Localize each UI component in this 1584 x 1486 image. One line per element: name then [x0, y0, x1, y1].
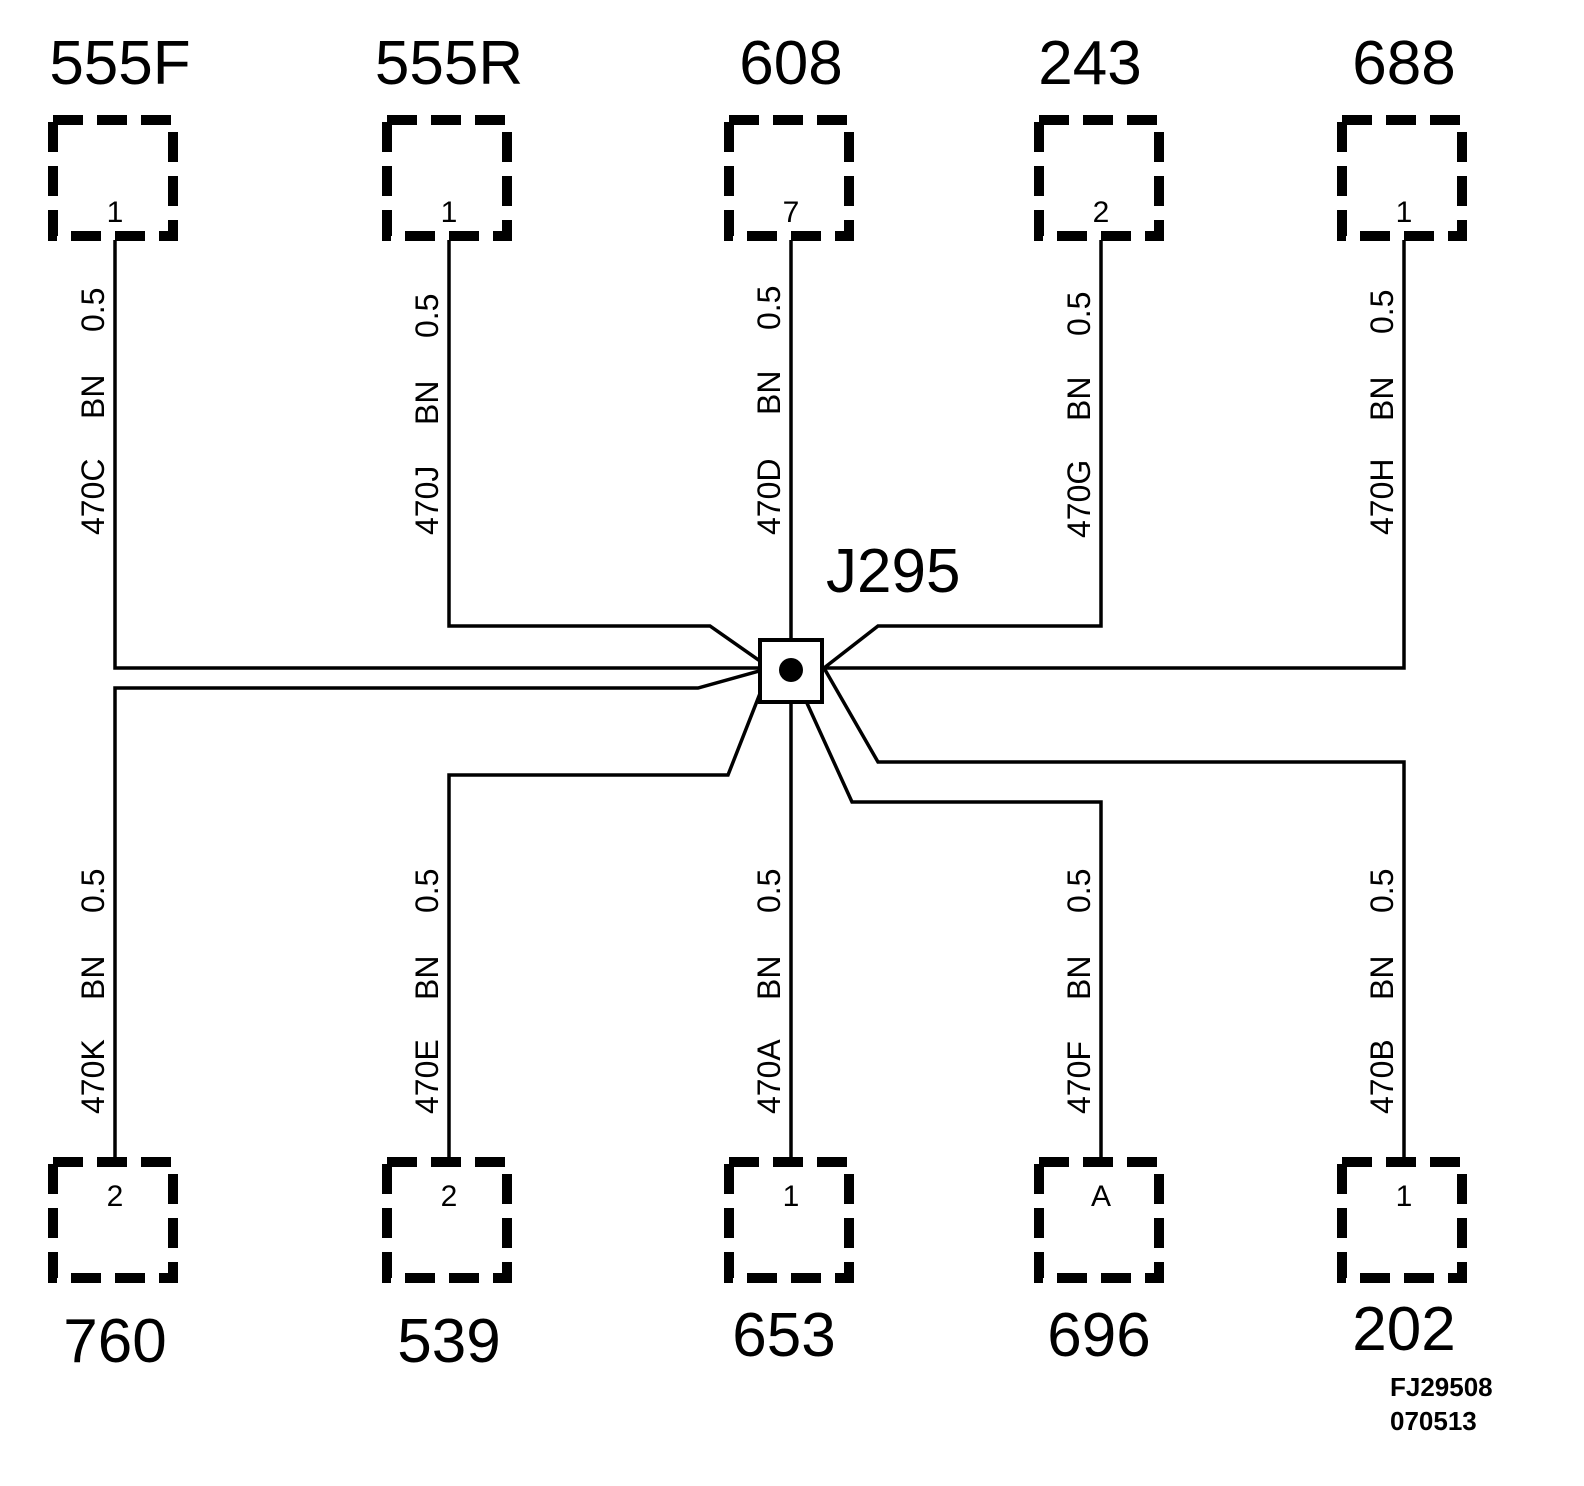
wire-color: BN: [409, 381, 445, 425]
bottom-connector-2: 1 653 470A BN 0.5: [724, 869, 854, 1370]
splice-label: J295: [826, 537, 960, 606]
wire-route-696: [789, 667, 1103, 1160]
wire-color: BN: [1061, 956, 1097, 1000]
wire-color: BN: [75, 375, 111, 419]
top-connector-1: 555R 1 470J BN 0.5: [375, 29, 523, 535]
wire-size: 0.5: [1061, 869, 1097, 913]
wire-route-760: [113, 666, 771, 1160]
wire-circuit: 470J: [409, 466, 445, 535]
wire-route-688: [824, 240, 1406, 670]
wire-color: BN: [1364, 956, 1400, 1000]
wire-size: 0.5: [1364, 869, 1400, 913]
connector-box: [1337, 115, 1467, 241]
wire-size: 0.5: [75, 288, 111, 332]
connector-box: [382, 1157, 512, 1283]
wire-circuit: 470A: [751, 1039, 787, 1114]
wire-circuit: 470E: [409, 1039, 445, 1114]
connector-box: [724, 115, 854, 241]
pin-label: 1: [1396, 1180, 1413, 1213]
wire-route-539: [447, 667, 772, 1160]
reference-date: 070513: [1390, 1406, 1477, 1436]
wire-route-202: [822, 667, 1406, 1160]
wire-size: 0.5: [751, 286, 787, 330]
bottom-connector-3: A 696 470F BN 0.5: [1034, 869, 1164, 1370]
wire-circuit: 470B: [1364, 1039, 1400, 1114]
wire-color: BN: [75, 956, 111, 1000]
wire-circuit: 470K: [75, 1039, 111, 1114]
wire-circuit: 470F: [1061, 1041, 1097, 1114]
pin-label: 2: [1093, 196, 1110, 229]
connector-box: [1337, 1157, 1467, 1283]
bottom-connector-4: 1 202 470B BN 0.5: [1337, 869, 1467, 1364]
reference-block: FJ29508 070513: [1390, 1372, 1493, 1436]
wire-size: 0.5: [75, 869, 111, 913]
splice-J295: J295: [758, 537, 960, 704]
reference-code: FJ29508: [1390, 1372, 1493, 1402]
pin-label: 1: [107, 196, 124, 229]
wire-size: 0.5: [751, 869, 787, 913]
wire-circuit: 470H: [1364, 459, 1400, 536]
bottom-connector-0: 2 760 470K BN 0.5: [48, 869, 178, 1376]
pin-label: 2: [107, 1180, 124, 1213]
wire-circuit: 470G: [1061, 460, 1097, 538]
connector-id: 653: [732, 1301, 835, 1370]
wire-size: 0.5: [1061, 292, 1097, 336]
connector-box: [724, 1157, 854, 1283]
wire-size: 0.5: [409, 869, 445, 913]
wire-color: BN: [409, 956, 445, 1000]
connector-box: [48, 1157, 178, 1283]
connector-id: 555R: [375, 29, 523, 98]
pin-label: 1: [1396, 196, 1413, 229]
top-connector-0: 555F 1 470C BN 0.5: [48, 29, 191, 536]
connector-id: 539: [397, 1307, 500, 1376]
connector-id: 555F: [49, 29, 190, 98]
wire-color: BN: [1364, 377, 1400, 421]
wire-color: BN: [751, 371, 787, 415]
splice-dot: [779, 658, 803, 682]
connector-id: 243: [1038, 29, 1141, 98]
pin-label: 7: [783, 196, 800, 229]
wire-color: BN: [1061, 377, 1097, 421]
connector-box: [382, 115, 512, 241]
connector-id: 760: [63, 1307, 166, 1376]
connector-id: 608: [739, 29, 842, 98]
wire-size: 0.5: [1364, 290, 1400, 334]
pin-label: A: [1091, 1180, 1111, 1213]
wire-size: 0.5: [409, 294, 445, 338]
connector-box: [48, 115, 178, 241]
pin-label: 1: [783, 1180, 800, 1213]
pin-label: 1: [441, 196, 458, 229]
wire-color: BN: [751, 956, 787, 1000]
wire-route-243: [822, 240, 1103, 670]
wire-circuit: 470C: [75, 459, 111, 536]
top-connector-3: 243 2 470G BN 0.5: [1034, 29, 1164, 538]
connector-id: 688: [1352, 29, 1455, 98]
connector-box: [1034, 1157, 1164, 1283]
connector-id: 202: [1352, 1295, 1455, 1364]
wire-route-555R: [447, 240, 772, 670]
connector-box: [1034, 115, 1164, 241]
top-connector-4: 688 1 470H BN 0.5: [1337, 29, 1467, 536]
wire-routes: [113, 240, 1406, 1160]
pin-label: 2: [441, 1180, 458, 1213]
wire-circuit: 470D: [751, 459, 787, 536]
wire-route-555F: [113, 240, 770, 670]
connector-id: 696: [1047, 1301, 1150, 1370]
bottom-connector-1: 2 539 470E BN 0.5: [382, 869, 512, 1376]
top-connector-2: 608 7 470D BN 0.5: [724, 29, 854, 536]
